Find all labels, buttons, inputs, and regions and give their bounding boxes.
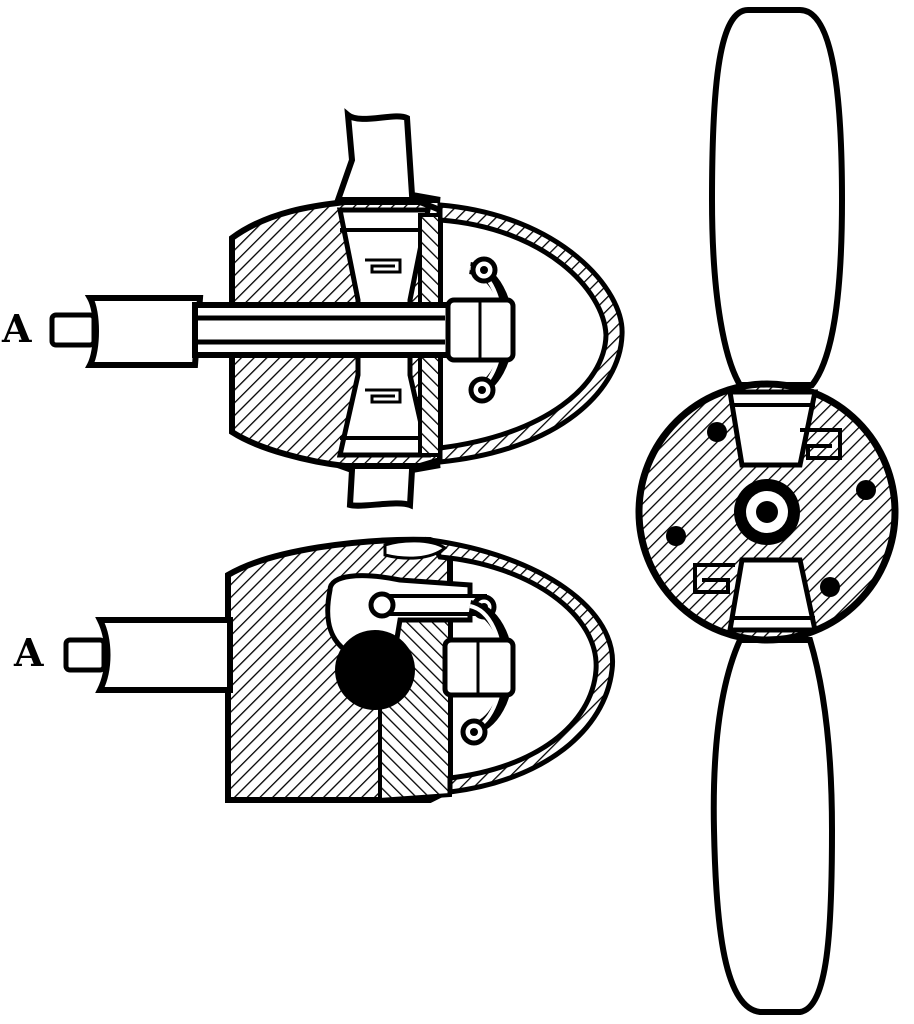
top-shaft-label: A	[1, 306, 32, 351]
bolt-hole-icon	[820, 577, 840, 597]
bolt-hole-icon	[666, 526, 686, 546]
propeller-front-view	[635, 7, 899, 1015]
bottom-eccentric-disk	[335, 630, 415, 710]
bottom-shaft-label: A	[13, 630, 44, 675]
upper-blade-stub	[333, 108, 441, 203]
propeller-lower-blade	[710, 637, 836, 1015]
top-shaft-end-stub	[49, 312, 97, 348]
propeller-upper-blade	[708, 7, 846, 388]
top-shaft-inner	[192, 302, 458, 358]
bolt-hole-icon	[856, 480, 876, 500]
bottom-sectional-view: A	[13, 536, 616, 803]
top-sectional-view: A	[1, 108, 625, 510]
top-shaft-outer	[84, 295, 204, 368]
bolt-hole-icon	[707, 422, 727, 442]
top-spinner-cone	[437, 202, 625, 465]
bottom-shaft-outer	[95, 617, 233, 693]
lower-blade-stub	[336, 462, 441, 510]
bottom-spinner-cone	[425, 536, 616, 795]
